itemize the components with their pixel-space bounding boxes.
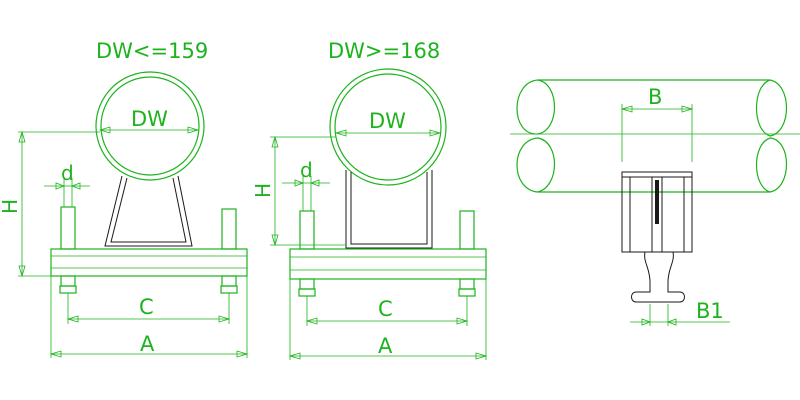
middle-saddle-inner [350,172,428,245]
middle-dw-arrows [334,129,442,137]
left-d-arrows [55,182,81,190]
right-pipe-right-break-bottom [756,137,788,193]
left-c-arrows [66,315,231,323]
left-view: DW<=159 DW d H [0,39,249,358]
left-stud-left [60,206,76,250]
middle-d-label: d [300,158,313,182]
right-block-center-bar [655,180,659,224]
left-saddle-inner [110,177,187,243]
left-pipe-outer [95,71,205,181]
middle-dw-label: DW [369,109,406,133]
right-pipe-right-break-top [755,79,788,137]
right-b-arrows [620,105,694,113]
left-stud-right [221,208,237,250]
right-view: B B1 [510,79,800,326]
middle-washer-left [298,288,316,297]
middle-stud-left [299,210,315,250]
middle-h-arrows [271,135,279,247]
right-pipe-left-break-bottom [516,137,556,193]
middle-a-label: A [378,334,393,358]
left-saddle-outer [104,175,193,247]
left-washer-left [59,285,77,294]
left-base-plate [50,248,248,277]
middle-washer-right [458,288,476,297]
right-b1-label: B1 [696,299,724,323]
left-washer-right [220,285,238,294]
right-support-block [621,171,693,253]
left-title: DW<=159 [96,39,208,63]
left-c-label: C [139,295,154,319]
right-pipe-left-break-top [516,79,556,135]
middle-c-label: C [378,297,393,321]
middle-pipe-outer [329,68,447,186]
left-a-label: A [140,332,155,356]
right-rail-profile [631,251,685,303]
left-h-label: H [0,199,22,214]
right-b-label: B [648,85,662,109]
middle-h-label: H [251,183,275,198]
middle-a-arrows [288,352,488,360]
left-nut-right [221,275,237,287]
middle-saddle-outer [345,170,433,249]
middle-base-plate [289,248,487,280]
left-pipe-inner [100,76,200,176]
middle-pipe-inner [334,73,442,181]
left-dw-arrows [98,126,200,134]
middle-c-arrows [305,317,469,325]
middle-title: DW>=168 [328,39,440,63]
left-h-arrows [18,130,26,278]
middle-d-arrows [294,179,320,187]
right-b1-arrows [641,318,677,326]
left-dw-label: DW [131,107,168,131]
middle-stud-right [459,210,475,250]
left-a-arrows [49,350,249,358]
middle-nut-right [459,278,475,290]
middle-view: DW>=168 DW d H [251,39,488,360]
left-d-label: d [61,161,74,185]
left-nut-left [60,275,76,287]
middle-nut-left [299,278,315,290]
